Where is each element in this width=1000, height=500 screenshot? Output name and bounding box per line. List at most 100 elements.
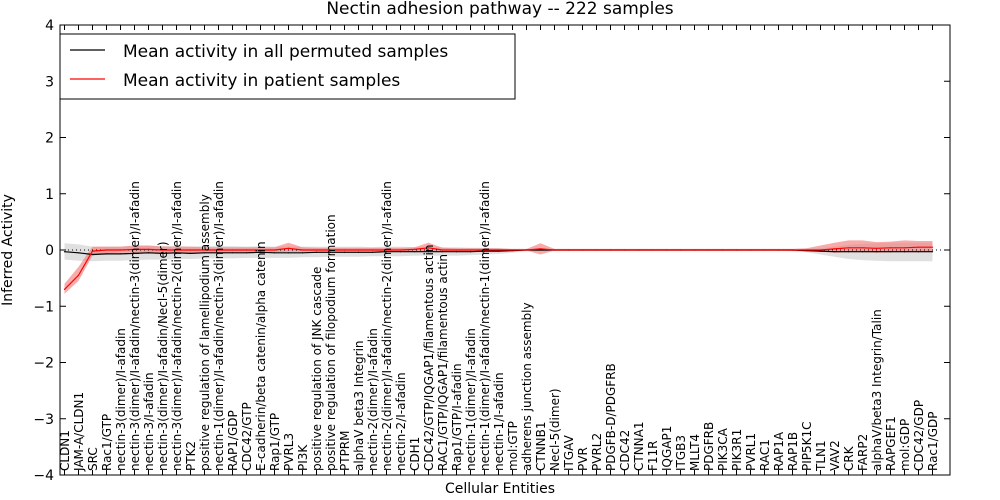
series-0-point <box>91 253 94 256</box>
x-tick-label: nectin-3/I-afadin <box>142 372 156 471</box>
series-0-point <box>189 252 192 254</box>
x-tick-label: TLN1 <box>814 440 828 472</box>
series-1-point <box>889 247 892 249</box>
x-tick-label: CTNNB1 <box>534 421 548 471</box>
x-tick-label: ITGB3 <box>674 435 688 471</box>
series-1-point <box>175 249 178 251</box>
series-1-point <box>497 249 500 251</box>
series-0-point <box>245 252 248 254</box>
series-0-point <box>231 252 234 254</box>
series-1-point <box>623 249 626 251</box>
x-tick-label: RAC1 <box>758 439 772 471</box>
x-tick-label: PVR <box>576 447 590 471</box>
x-tick-label: RAPGEF1 <box>884 416 898 471</box>
series-0-point <box>357 251 360 253</box>
x-tick-label: FARP2 <box>856 434 870 471</box>
x-tick-label: nectin-3(dimer)/I-afadin <box>114 328 128 471</box>
series-1-point <box>833 248 836 250</box>
series-1-point <box>903 247 906 249</box>
series-0-point <box>161 252 164 254</box>
x-tick-label: RAC1/GTP/IQGAP1/filamentous actin <box>436 254 450 471</box>
series-0-point <box>483 250 486 252</box>
x-tick-label: CDC42/GDP <box>912 400 926 471</box>
x-tick-label: RAP1A <box>772 431 786 471</box>
series-lines <box>63 246 934 290</box>
series-1-point <box>301 249 304 251</box>
legend: Mean activity in all permuted samples Me… <box>59 33 516 100</box>
y-tick-label: −2 <box>33 356 54 372</box>
series-0-point <box>371 251 374 253</box>
x-tick-label: PTK2 <box>184 441 198 471</box>
series-1-point <box>231 249 234 251</box>
x-tick-label: adherens junction assembly <box>520 302 534 471</box>
series-1-point <box>161 249 164 251</box>
series-1-point <box>385 249 388 251</box>
series-1-point <box>567 249 570 251</box>
series-0-point <box>931 251 934 253</box>
series-0-point <box>315 251 318 253</box>
x-tick-label: MLLT4 <box>688 434 702 471</box>
x-tick-label: PTPRM <box>338 431 352 472</box>
x-tick-label: alphaV beta3 Integrin <box>352 340 366 471</box>
series-1-point <box>119 249 122 251</box>
x-tick-label: nectin-2(dimer)/I-afadin/nectin-2(dimer)… <box>380 181 394 471</box>
series-0-point <box>273 252 276 254</box>
series-1-point <box>203 249 206 251</box>
series-0-point <box>455 251 458 253</box>
series-0-point <box>875 251 878 253</box>
series-1-point <box>721 249 724 251</box>
x-axis-label: Cellular Entities <box>445 481 555 497</box>
series-0-point <box>259 251 262 253</box>
series-1-point <box>847 247 850 249</box>
series-1-point <box>749 249 752 251</box>
x-tick-label: Rac1/GTP <box>100 414 114 471</box>
x-tick-label: nectin-2(dimer)/I-afadin <box>366 328 380 471</box>
series-0-point <box>819 250 822 252</box>
series-0-point <box>147 252 150 254</box>
series-1-point <box>777 249 780 251</box>
series-1-point <box>91 250 94 252</box>
series-1-point <box>259 249 262 251</box>
y-tick-label: 1 <box>45 187 54 203</box>
series-1-point <box>693 249 696 251</box>
x-tick-label: CDH1 <box>408 437 422 471</box>
series-1-point <box>861 247 864 249</box>
series-0-point <box>343 251 346 253</box>
x-tick-label: nectin-1(dimer)/I-afadin <box>464 328 478 471</box>
series-0-point <box>77 252 80 254</box>
x-tick-label: JAM-A/CLDN1 <box>72 392 86 472</box>
x-tick-label: nectin-3(dimer)/I-afadin/Necl-5(dimer) <box>156 241 170 471</box>
series-1-point <box>357 249 360 251</box>
series-1-point <box>665 249 668 251</box>
series-0-point <box>385 251 388 253</box>
series-0-point <box>903 251 906 253</box>
y-tick-label: 3 <box>45 74 54 90</box>
y-tick-label: 0 <box>45 243 54 259</box>
x-tick-label: CDC42 <box>618 430 632 471</box>
series-1-point <box>791 249 794 251</box>
series-1-point <box>413 248 416 250</box>
x-tick-label: RAP1B <box>786 432 800 471</box>
series-1-point <box>511 249 514 251</box>
series-0-point <box>329 251 332 253</box>
series-1-point <box>805 249 808 251</box>
x-tick-label: ITGAV <box>562 434 576 471</box>
y-axis-label: Inferred Activity <box>0 194 16 306</box>
series-1-point <box>133 248 136 250</box>
series-1-point <box>735 249 738 251</box>
x-tick-label: positive regulation of lamellipodium ass… <box>198 194 212 471</box>
series-0-point <box>119 253 122 255</box>
x-tick-label: CTNNA1 <box>632 421 646 471</box>
x-tick-label: nectin-2/I-afadin <box>394 372 408 471</box>
x-tick-label: mol:GDP <box>898 419 912 471</box>
x-tick-label: PVRL2 <box>590 433 604 471</box>
series-0-point <box>287 252 290 254</box>
x-tick-label: nectin-3(dimer)/I-afadin/nectin-3(dimer)… <box>128 181 142 471</box>
series-1-point <box>525 249 528 251</box>
x-tick-label: PIK3CA <box>716 427 730 471</box>
y-tick-label: 4 <box>45 18 54 34</box>
y-tick-label: −3 <box>33 412 54 428</box>
series-1-point <box>651 249 654 251</box>
series-1-point <box>147 248 150 250</box>
